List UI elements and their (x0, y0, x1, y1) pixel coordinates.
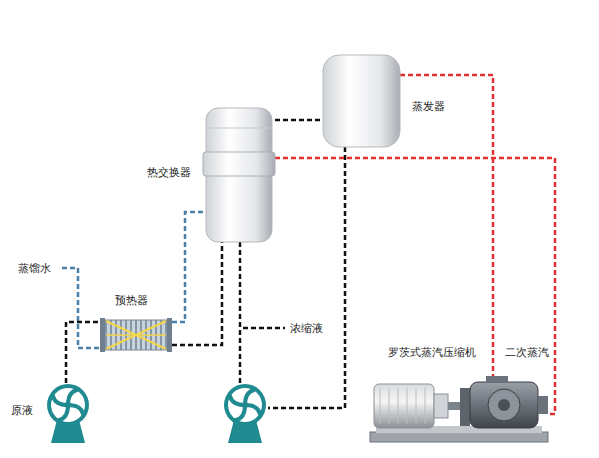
preheater-shape (100, 318, 172, 352)
compressor-shape (368, 376, 550, 446)
circulation-line (268, 147, 345, 408)
feed-pump-shape (44, 382, 92, 444)
heat-exchanger: 热交换器 (203, 108, 275, 242)
pipe-connector (172, 212, 203, 322)
concentrate-outlet (243, 327, 285, 330)
part-label: 罗茨式蒸汽压缩机 (388, 346, 476, 359)
pipe-connector (66, 322, 100, 383)
preheater: 预热器 (100, 318, 172, 352)
part-label: 热交换器 (147, 166, 191, 179)
pipe-connector (400, 75, 493, 376)
pipe-connector (172, 242, 222, 345)
distillate-line (62, 268, 100, 348)
evaporator: 蒸发器 (323, 55, 400, 147)
stream-label: 浓缩液 (290, 322, 323, 335)
part-label: 预热器 (115, 294, 148, 307)
evaporator-shape (323, 55, 400, 147)
feed-pump: 原液 (44, 382, 92, 444)
part-label: 原液 (11, 404, 33, 417)
compressor: 罗茨式蒸汽压缩机 (368, 376, 550, 446)
pipe-connector (275, 119, 323, 122)
concentrate-line (239, 242, 242, 384)
stream-label: 蒸馏水 (18, 262, 51, 275)
pump-symbol (224, 384, 266, 443)
heat-exchanger-shape (203, 108, 275, 242)
pipe-connector (275, 158, 555, 414)
part-label: 蒸发器 (412, 100, 445, 113)
edge-label: 二次蒸汽 (504, 346, 550, 359)
